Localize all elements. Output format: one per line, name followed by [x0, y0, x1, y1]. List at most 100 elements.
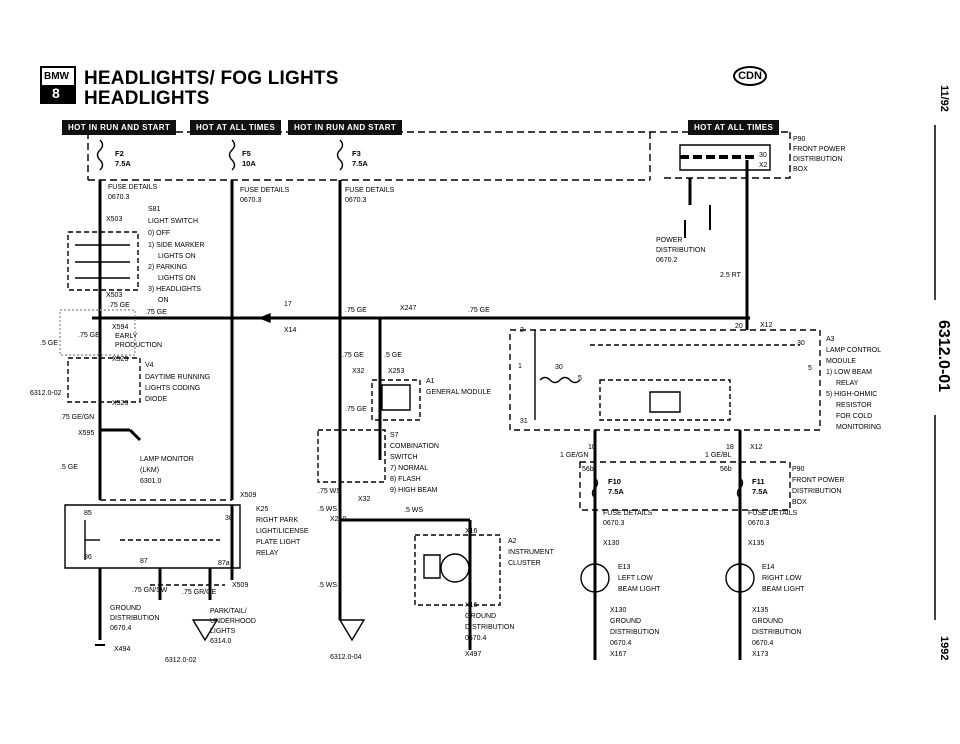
x523-bottom: X523 — [112, 400, 129, 407]
x503-bottom: X503 — [106, 292, 123, 299]
a3-pin-30a: 30 — [797, 340, 805, 347]
a2-1: INSTRUMENT — [508, 549, 554, 556]
v4-3: DIODE — [145, 396, 168, 403]
x494: X494 — [114, 646, 131, 653]
x503-top: X503 — [106, 216, 123, 223]
wire-75ge-7: .75 GE — [345, 406, 367, 413]
a3-5: 5) HIGH-OHMIC — [826, 391, 878, 398]
x594: X594 — [112, 324, 129, 331]
x14: X14 — [284, 327, 297, 334]
wire-75ge-3: .75 GE — [78, 332, 100, 339]
s7-4: 8) FLASH — [390, 476, 421, 483]
p90-top-2: DISTRIBUTION — [793, 156, 843, 163]
park-tail-3: 6314.0 — [210, 638, 232, 645]
fuse-ref-5: 0670.3 — [748, 520, 770, 527]
k25-pin-86: 86 — [84, 554, 92, 561]
gnd2-1: GROUND — [465, 613, 497, 620]
page-title: HEADLIGHTS/ FOG LIGHTS — [84, 68, 339, 89]
k25-4: RELAY — [256, 550, 279, 557]
s81-1: LIGHT SWITCH — [148, 218, 199, 225]
a3-0: A3 — [826, 336, 835, 343]
p90-pin30: 30 — [759, 152, 767, 159]
page-subtitle: HEADLIGHTS — [84, 88, 210, 109]
gnd-e13-0: X130 — [610, 607, 627, 614]
wire-5ge-2: .5 GE — [384, 352, 402, 359]
e13-1: LEFT LOW — [618, 575, 653, 582]
badge-hot-all-times-1: HOT AT ALL TIMES — [190, 120, 282, 135]
a3-8: MONITORING — [836, 424, 882, 431]
gnd-e14-1: GROUND — [752, 618, 784, 625]
wire-5ws-2: .5 WS — [404, 507, 424, 514]
x16-top: X16 — [465, 528, 478, 535]
park-tail-0: PARK/TAIL/ — [210, 608, 247, 615]
k25-pin-87a: 87a — [218, 560, 230, 567]
p90b-1: FRONT POWER — [792, 477, 845, 484]
fuse-ref-2: 0670.3 — [240, 197, 262, 204]
badge-hot-run-start-2: HOT IN RUN AND START — [288, 120, 403, 135]
gnd-e13-3: 0670.4 — [610, 640, 632, 647]
k25-0: K25 — [256, 506, 269, 513]
fuse-ref-4: 0670.3 — [603, 520, 625, 527]
early-1: PRODUCTION — [115, 342, 163, 349]
pin-56b-right: 56b — [720, 466, 732, 473]
s81-0: S81 — [148, 206, 161, 213]
p90b-3: BOX — [792, 499, 807, 506]
x509-bottom: X509 — [232, 582, 249, 589]
e14-0: E14 — [762, 564, 775, 571]
wire-5gegn: .5 GE — [60, 464, 78, 471]
k25-pin-85: 85 — [84, 510, 92, 517]
wire-25rt: 2.5 RT — [720, 272, 741, 279]
power-dist-2: 0670.2 — [656, 257, 678, 264]
p90b-2: DISTRIBUTION — [792, 488, 842, 495]
a3-4: RELAY — [836, 380, 859, 387]
e13-2: BEAM LIGHT — [618, 586, 661, 593]
a3-2: MODULE — [826, 358, 856, 365]
s81-6: LIGHTS ON — [158, 275, 196, 282]
x12-bottom: X12 — [750, 444, 763, 451]
s81-4: LIGHTS ON — [158, 253, 196, 260]
badge-hot-run-start-1: HOT IN RUN AND START — [62, 120, 177, 135]
logo-bottom: 8 — [52, 85, 60, 101]
wire-5ws-3: .5 WS — [318, 582, 338, 589]
gnd2-3: 0670.4 — [465, 635, 487, 642]
s81-3: 1) SIDE MARKER — [148, 242, 205, 249]
wire-1gebl: 1 GE/BL — [705, 452, 732, 459]
fuse-f3-rating: 7.5A — [352, 159, 368, 168]
a3-pin-2: 2 — [520, 327, 524, 334]
x173: X173 — [752, 651, 769, 658]
wire-75ge-4: .75 GE — [345, 307, 367, 314]
x12-top: X12 — [760, 322, 773, 329]
wire-75ws: .75 WS — [318, 488, 341, 495]
x32-bottom: X32 — [358, 496, 371, 503]
s7-0: S7 — [390, 432, 399, 439]
x595: X595 — [78, 430, 95, 437]
gnd-e13-2: DISTRIBUTION — [610, 629, 660, 636]
wire-75gnsw: .75 GN/SW — [132, 587, 168, 594]
e13-0: E13 — [618, 564, 631, 571]
x253: X253 — [388, 368, 405, 375]
logo-top: BMW — [44, 71, 69, 82]
a3-pin-20: 20 — [735, 323, 743, 330]
gnd2-2: DISTRIBUTION — [465, 624, 515, 631]
ground1-0: GROUND — [110, 605, 142, 612]
k25-pin-30: 30 — [225, 515, 233, 522]
ref-6312-002b: 6312.0-02 — [165, 657, 197, 664]
fuse-ref-1: 0670.3 — [108, 194, 130, 201]
p90-top-0: P90 — [793, 136, 806, 143]
wire-5ws-1: .5 WS — [318, 506, 338, 513]
wire-75ge-5: .75 GE — [468, 307, 490, 314]
x32-top: X32 — [352, 368, 365, 375]
x167: X167 — [610, 651, 627, 658]
fuse-f5-id: F5 — [242, 149, 251, 158]
fuse-details-3: FUSE DETAILS — [345, 187, 395, 194]
fuse-details-4: FUSE DETAILS — [603, 510, 653, 517]
gnd-e14-0: X135 — [752, 607, 769, 614]
k25-3: PLATE LIGHT — [256, 539, 301, 546]
fuse-details-2: FUSE DETAILS — [240, 187, 290, 194]
gnd-e14-2: DISTRIBUTION — [752, 629, 802, 636]
lamp-monitor-1: (LKM) — [140, 467, 160, 474]
p90-top-1: FRONT POWER — [793, 146, 846, 153]
wire-1gegn: 1 GE/GN — [560, 452, 589, 459]
